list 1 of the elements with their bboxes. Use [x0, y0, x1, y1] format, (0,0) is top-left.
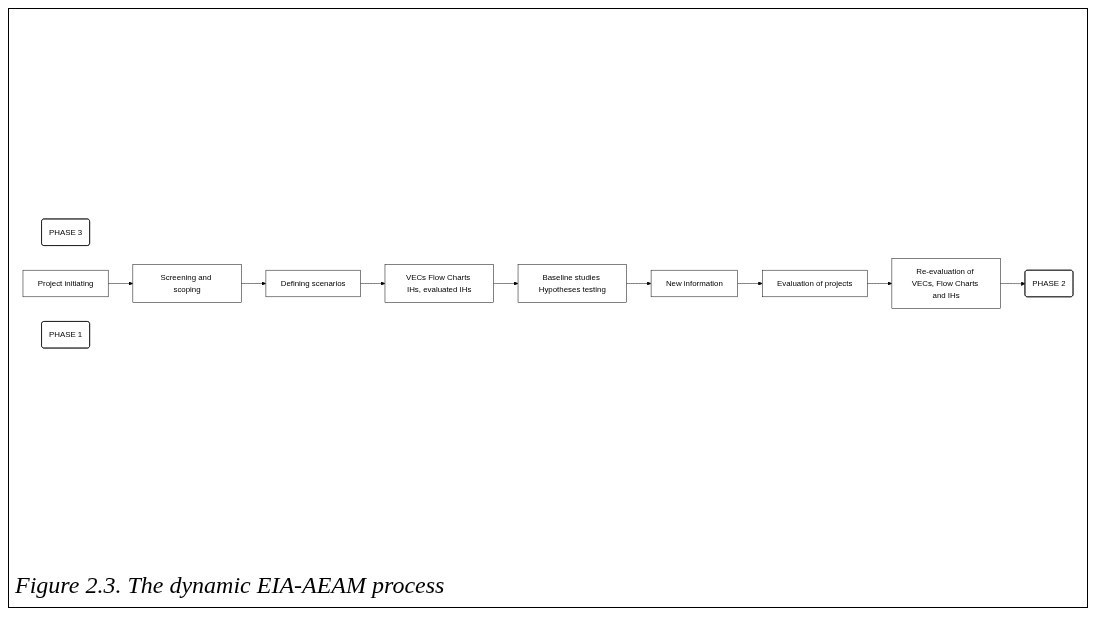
figure-caption: Figure 2.3. The dynamic EIA-AEAM process [15, 572, 445, 599]
